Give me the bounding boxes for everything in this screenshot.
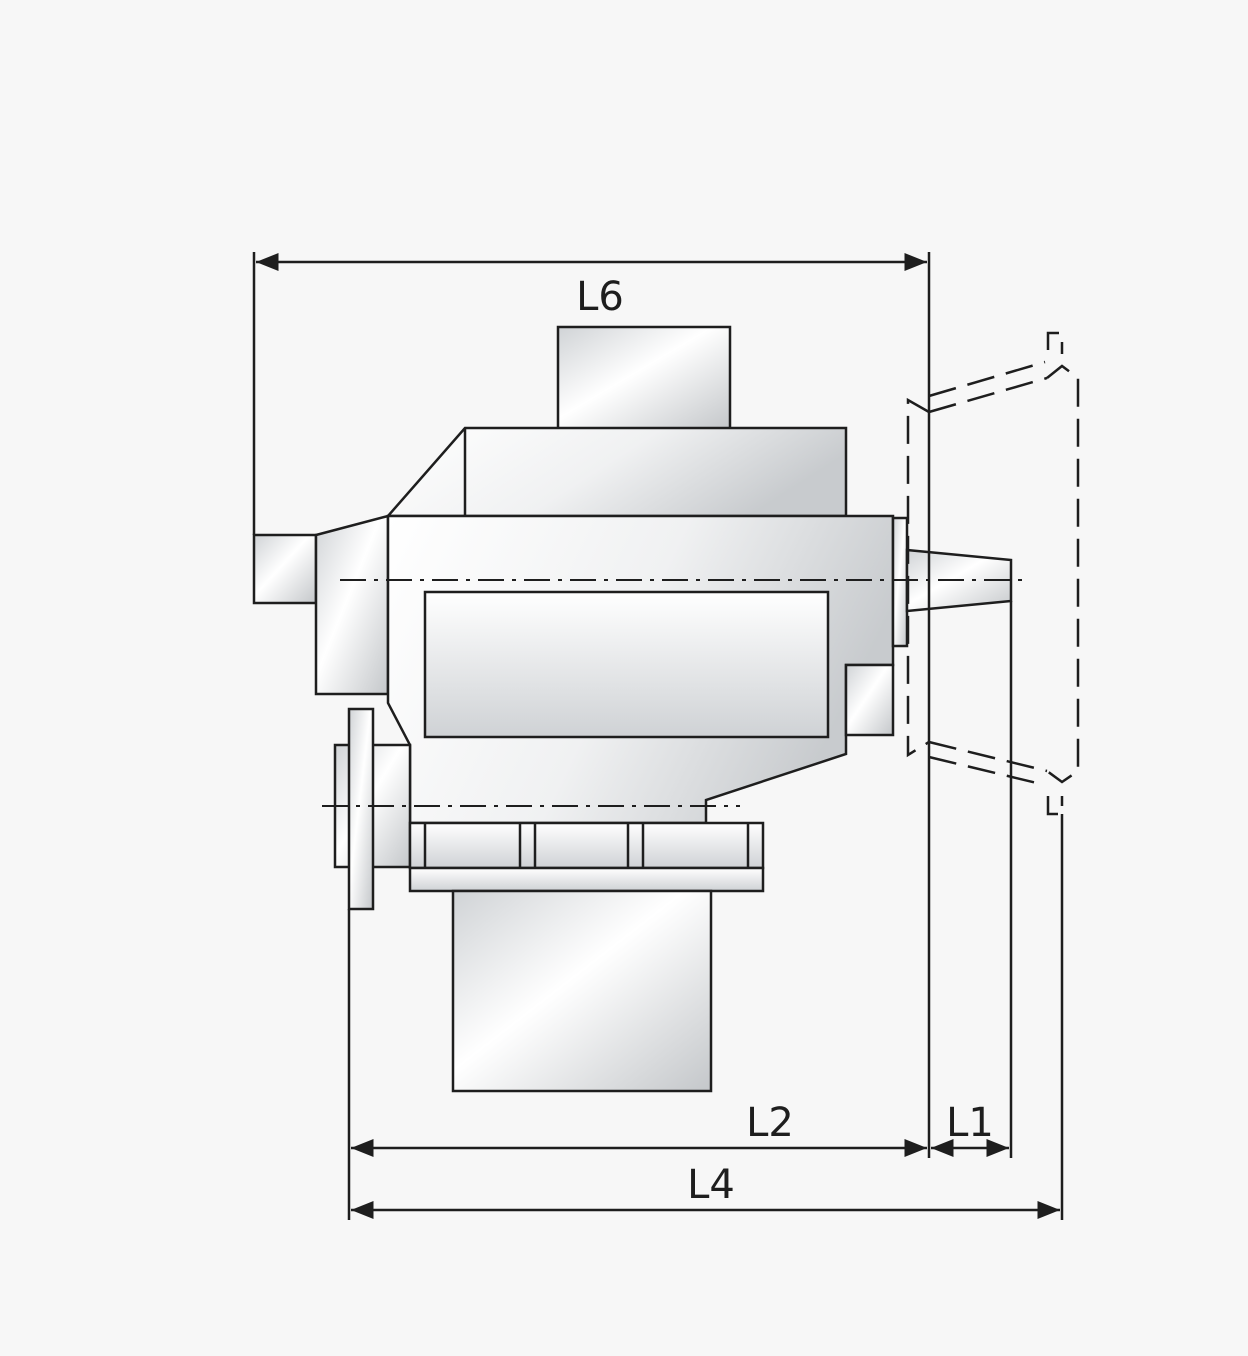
top-motor [556,325,732,431]
label-l4: L4 [687,1162,735,1208]
output-flange [891,516,909,648]
dashed-coupling-outline [906,331,1080,816]
label-l6: L6 [576,274,624,320]
label-l1: L1 [946,1100,994,1146]
base-rail [408,821,765,870]
left-input-shaft [252,533,318,605]
bottom-motor [451,889,713,1093]
lower-flange-disc [347,707,375,911]
base-rail-strip [408,866,765,893]
label-l2: L2 [746,1100,794,1146]
left-cone-adaptor [314,514,390,696]
inspection-window [423,590,830,739]
upper-housing [385,426,848,518]
right-side-plate [844,663,895,737]
